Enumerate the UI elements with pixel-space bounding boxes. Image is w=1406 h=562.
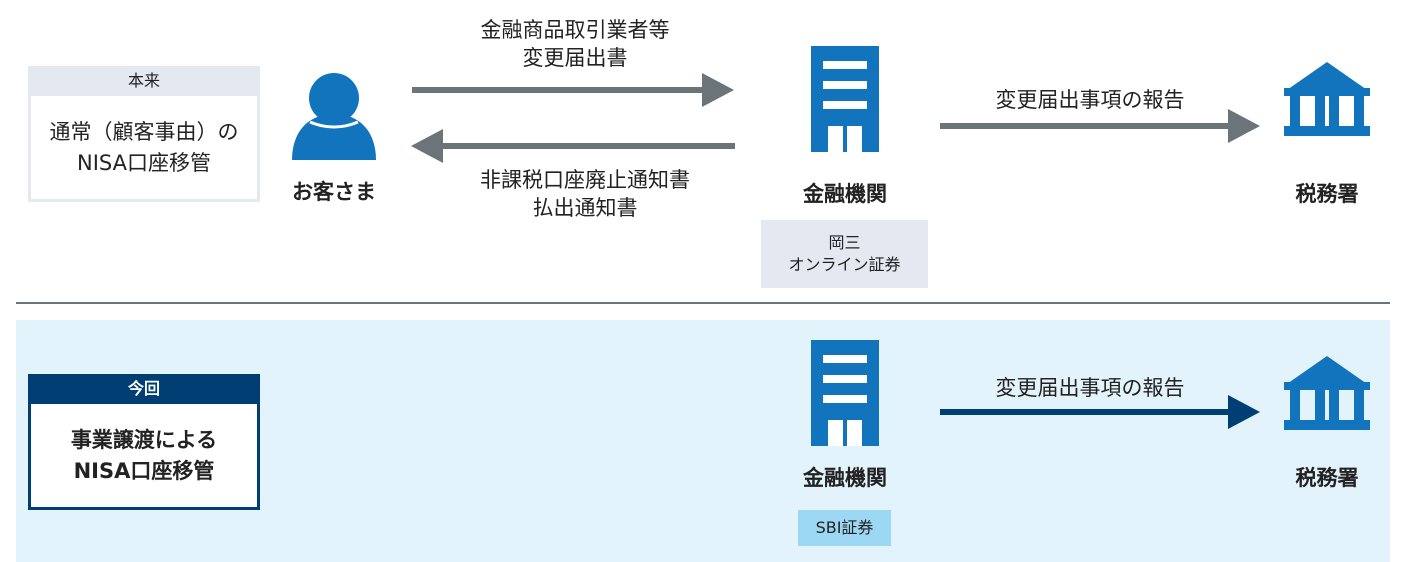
tax-office-icon xyxy=(1284,62,1370,136)
report-label: 変更届出事項の報告 xyxy=(995,376,1185,400)
report-label: 変更届出事項の報告 xyxy=(995,88,1185,112)
current-badge: 今回 xyxy=(127,379,160,398)
building-icon xyxy=(811,340,879,446)
arrow-left-to-customer xyxy=(411,129,735,163)
section-divider xyxy=(16,302,1390,304)
usual-badge: 本来 xyxy=(127,71,160,90)
tax-office-icon xyxy=(1284,356,1370,430)
institution-name-tag: SBI証券 xyxy=(798,510,891,546)
arrow-right-to-tax-office xyxy=(940,395,1260,429)
building-icon xyxy=(811,46,879,152)
arrow-right-to-tax-office xyxy=(940,109,1260,143)
customer-label: お客さま xyxy=(292,180,376,204)
usual-section: 本来 通常（顧客事由）の NISA口座移管 お客さま 金融商品取引業者等 変更届… xyxy=(28,18,1370,288)
institution-label: 金融機関 xyxy=(803,466,887,490)
usual-title: 通常（顧客事由）の NISA口座移管 xyxy=(31,96,257,199)
institution-label: 金融機関 xyxy=(803,182,887,206)
institution-name-tag: 岡三 オンライン証券 xyxy=(761,220,928,288)
person-icon xyxy=(292,73,376,160)
current-case-box: 今回 事業譲渡による NISA口座移管 xyxy=(28,374,260,510)
current-section: 今回 事業譲渡による NISA口座移管 金融機関 SBI証券 変更届出事項の報告… xyxy=(16,320,1390,562)
tax-office-label: 税務署 xyxy=(1295,182,1359,206)
tax-office-label: 税務署 xyxy=(1295,466,1359,490)
current-title: 事業譲渡による NISA口座移管 xyxy=(31,404,257,507)
arrow-to-institution-label: 金融商品取引業者等 変更届出書 xyxy=(480,18,670,70)
arrow-to-customer-label: 非課税口座廃止通知書 払出通知書 xyxy=(480,168,690,220)
arrow-right-to-institution xyxy=(412,73,734,107)
usual-case-box: 本来 通常（顧客事由）の NISA口座移管 xyxy=(28,66,260,202)
